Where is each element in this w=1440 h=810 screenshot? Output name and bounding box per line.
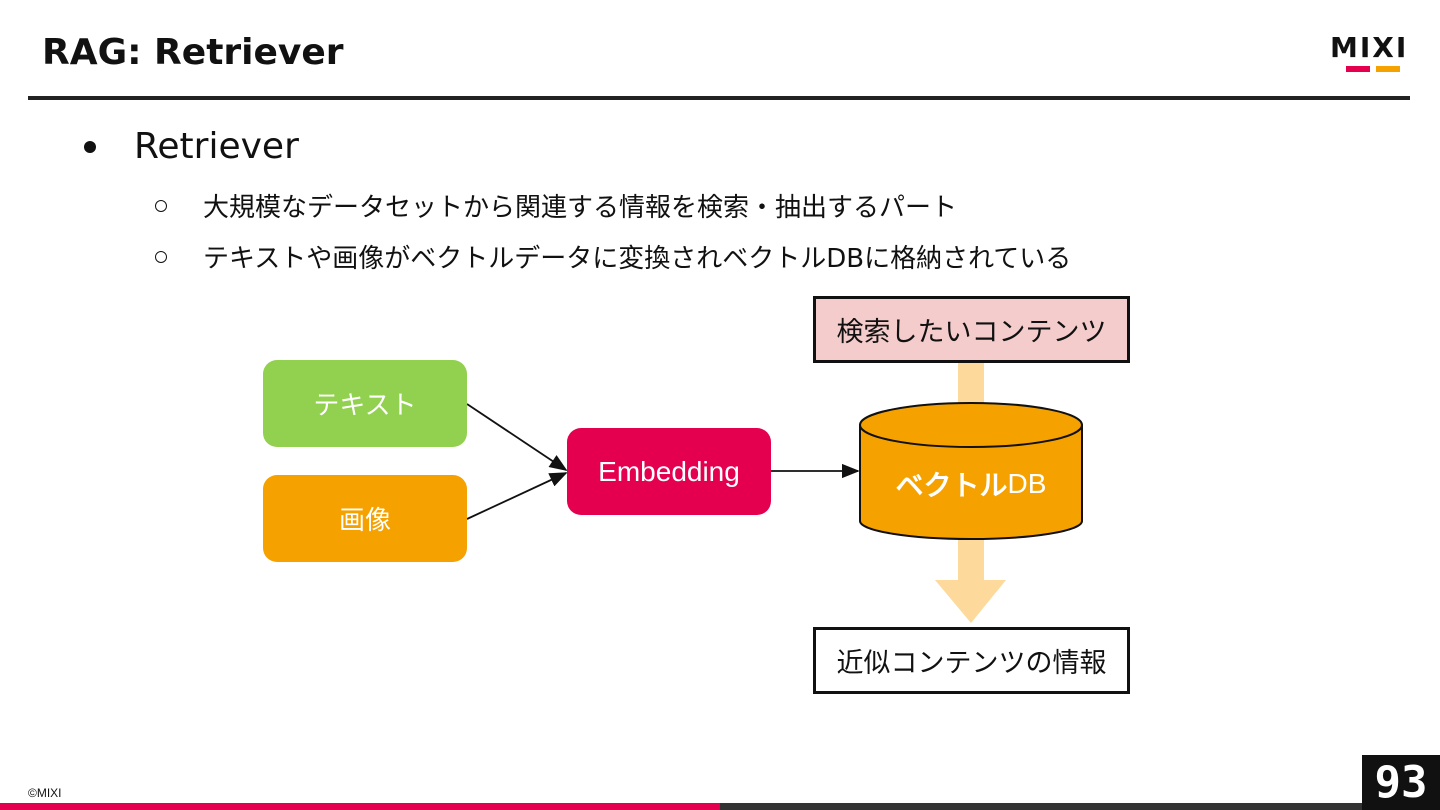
vector-db-cylinder (859, 402, 1083, 540)
query-content-box: 検索したいコンテンツ (813, 296, 1130, 363)
text-to-embedding-arrow (466, 403, 568, 471)
logo-bar-red (1346, 66, 1370, 72)
footer-bar-dark (720, 803, 1440, 810)
text-input-box: テキスト (263, 360, 467, 447)
result-flow-arrow (935, 537, 1006, 623)
bullet-sub-text: 大規模なデータセットから関連する情報を検索・抽出するパート (203, 193, 958, 223)
image-to-embedding-arrow (466, 472, 568, 520)
result-content-box: 近似コンテンツの情報 (813, 627, 1130, 694)
vector-db-label-jp: ベクトル (895, 469, 1008, 502)
logo-text: MIXI (1330, 31, 1409, 64)
bullet-circle-icon (155, 250, 167, 263)
mixi-logo: MIXI (1330, 34, 1412, 74)
embedding-box: Embedding (567, 428, 771, 515)
footer-bar-accent (0, 803, 720, 810)
title-divider (28, 96, 1410, 100)
logo-bars (1346, 66, 1412, 72)
page-number: 93 (1362, 755, 1440, 810)
bullet-sub-2: テキストや画像がベクトルデータに変換されベクトルDBに格納されている (155, 238, 1071, 275)
query-flow-arrow (958, 360, 984, 408)
logo-bar-orange (1376, 66, 1400, 72)
bullet-sub-1: 大規模なデータセットから関連する情報を検索・抽出するパート (155, 187, 957, 224)
vector-db-label-en: DB (1007, 468, 1047, 499)
bullet-dot-icon (84, 140, 96, 153)
bullet-circle-icon (155, 199, 167, 212)
image-input-box: 画像 (263, 475, 467, 562)
bullet-main: Retriever (82, 126, 299, 167)
bullet-sub-text: テキストや画像がベクトルデータに変換されベクトルDBに格納されている (203, 244, 1072, 274)
copyright-text: ©MIXI (28, 786, 62, 800)
bullet-main-text: Retriever (134, 126, 299, 167)
slide-title: RAG: Retriever (42, 32, 344, 73)
